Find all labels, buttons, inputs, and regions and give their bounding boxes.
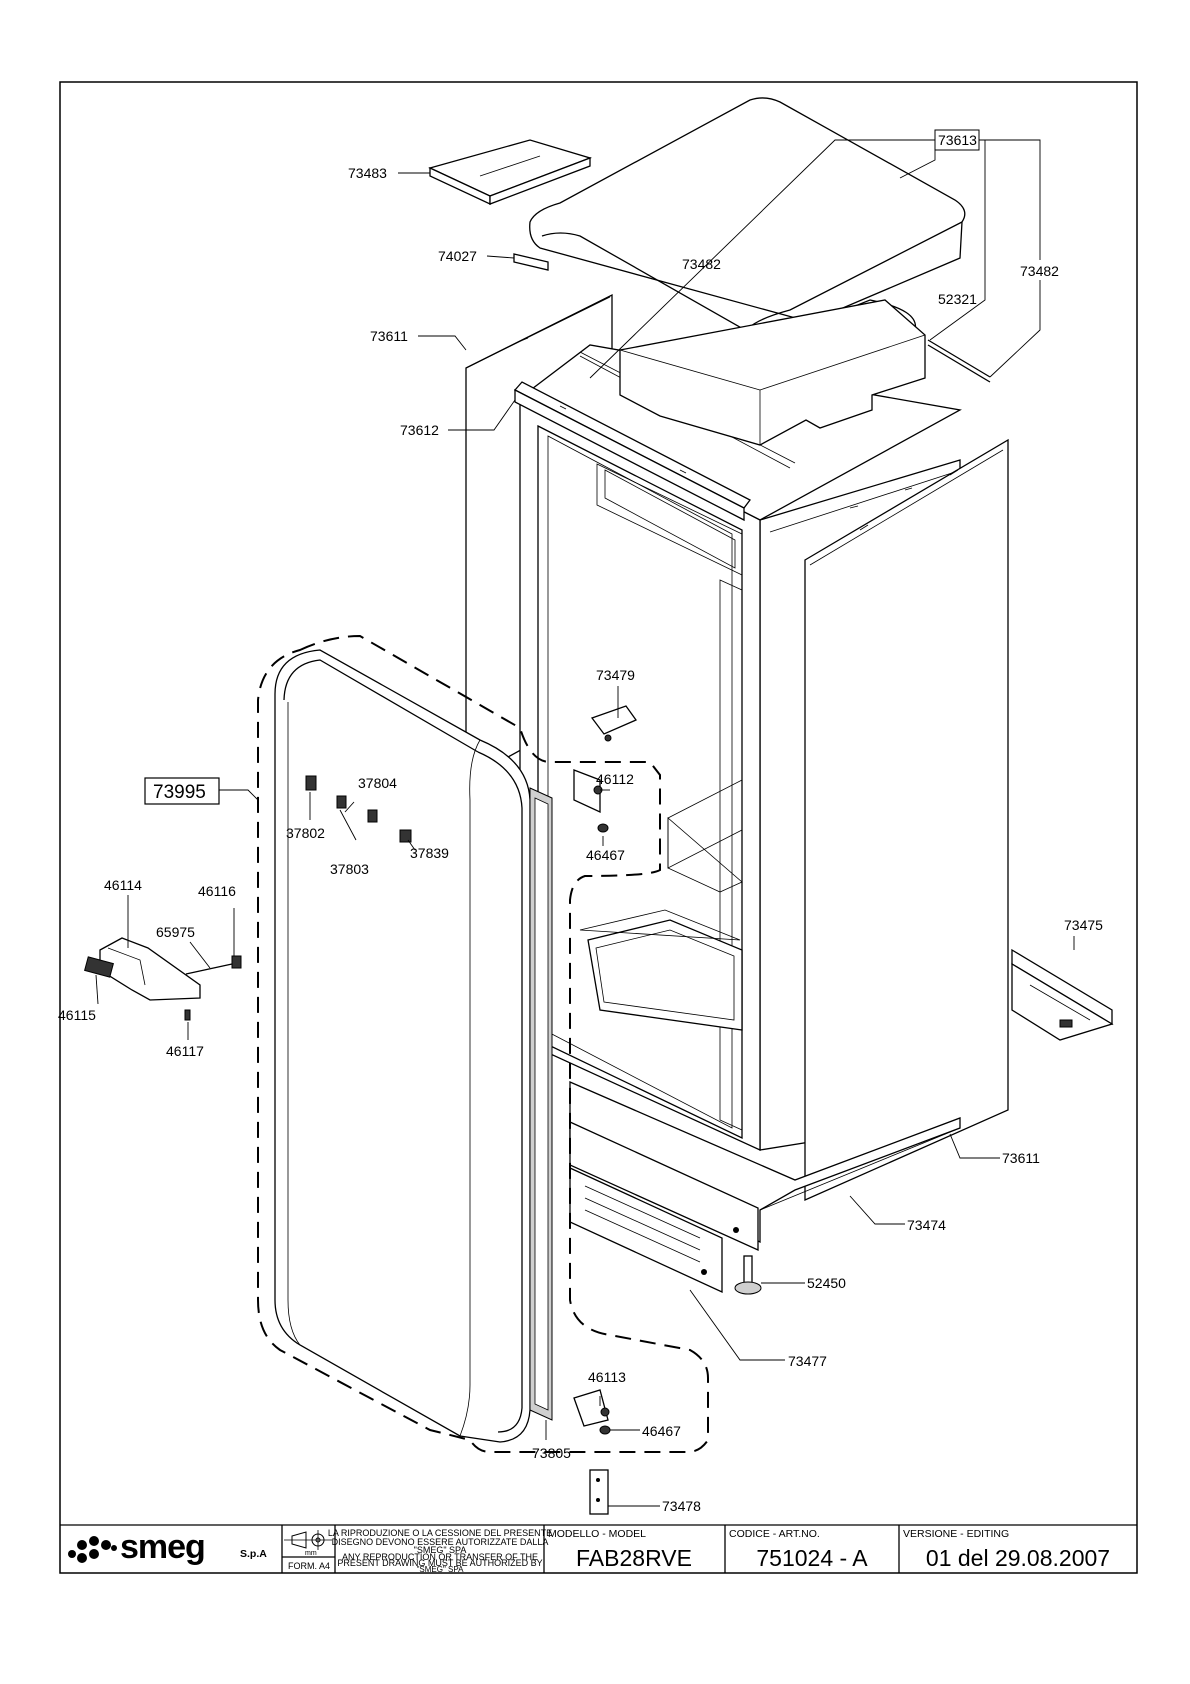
badge-37839 <box>399 829 412 843</box>
bushing-46467-bottom <box>599 1425 611 1435</box>
right-side-panel-73611 <box>804 438 1009 1201</box>
label-73475: 73475 <box>1064 917 1103 933</box>
notice-en-3: "SMEG" SPA <box>417 1565 465 1574</box>
label-74027: 74027 <box>438 248 477 264</box>
label-37803: 37803 <box>330 861 369 877</box>
handle-insert-46115 <box>84 956 114 978</box>
label-73611-right: 73611 <box>1002 1150 1040 1166</box>
control-lid-73483 <box>428 139 593 206</box>
rear-rail-73475 <box>1011 948 1114 1041</box>
company-suffix: S.p.A <box>240 1548 267 1560</box>
label-73478: 73478 <box>662 1498 701 1514</box>
spacer-74027 <box>513 253 549 271</box>
bushing-46467-top <box>597 823 609 833</box>
model-value: FAB28RVE <box>576 1545 692 1571</box>
label-73611-left: 73611 <box>370 328 408 344</box>
badge-37803 <box>336 795 347 809</box>
drawing-frame <box>59 81 1138 1574</box>
code-value: 751024 - A <box>756 1545 868 1571</box>
smeg-logo: smeg S.p.A <box>68 1528 267 1566</box>
hinge-73478 <box>589 1469 609 1515</box>
logo-text: smeg <box>120 1528 205 1566</box>
label-46467-top: 46467 <box>586 847 625 863</box>
title-block: smeg S.p.A mm FORM. A4 LA RIPRODUZIONE O… <box>60 1524 1137 1574</box>
label-65975: 65975 <box>156 924 195 940</box>
label-37839: 37839 <box>410 845 449 861</box>
pin-46117 <box>184 1009 191 1021</box>
notice-it-1: LA RIPRODUZIONE O LA CESSIONE DEL PRESEN… <box>328 1528 552 1538</box>
adjustable-foot-52450 <box>734 1255 762 1295</box>
rear-strip-73482 <box>927 339 991 383</box>
notice-it-3: "SMEG" SPA <box>414 1545 467 1555</box>
label-73482-right: 73482 <box>1020 263 1059 279</box>
label-73474: 73474 <box>907 1217 946 1233</box>
handle-46114 <box>84 937 242 1021</box>
model-header: MODELLO - MODEL <box>548 1528 646 1540</box>
hinge-73479 <box>590 705 637 742</box>
label-46115: 46115 <box>58 1007 96 1023</box>
label-46114: 46114 <box>104 877 142 893</box>
label-box-73613 <box>934 129 980 151</box>
label-73479: 73479 <box>596 667 635 683</box>
label-73613: 73613 <box>938 132 977 148</box>
badge-37804 <box>367 809 378 823</box>
door-assembly-boundary-73995 <box>257 634 709 1453</box>
top-rail-73612 <box>513 351 796 522</box>
badge-37802 <box>305 775 317 791</box>
label-73482-center: 73482 <box>682 256 721 272</box>
label-52450: 52450 <box>807 1275 846 1291</box>
label-73995: 73995 <box>153 782 206 803</box>
label-46113: 46113 <box>588 1369 626 1385</box>
label-box-73995 <box>144 777 220 805</box>
hinge-46113 <box>573 1389 611 1435</box>
label-46116: 46116 <box>198 883 236 899</box>
insulation-block-52321 <box>619 299 926 446</box>
label-52321: 52321 <box>938 291 977 307</box>
label-37804: 37804 <box>358 775 397 791</box>
version-header: VERSIONE - EDITING <box>903 1528 1009 1540</box>
door-73995 <box>274 649 531 1443</box>
label-37802: 37802 <box>286 825 325 841</box>
label-73477: 73477 <box>788 1353 827 1369</box>
door-badges <box>305 775 412 843</box>
leader-lines <box>95 139 1075 1507</box>
screw-65975 <box>185 963 233 975</box>
notice-it-2: DISEGNO DEVONO ESSERE AUTORIZZATE DALLA <box>332 1537 549 1547</box>
notice-en-2: PRESENT DRAWING MUST BE AUTHORIZED BY <box>337 1558 542 1568</box>
unit-label: mm <box>305 1550 317 1557</box>
label-46467-bottom: 46467 <box>642 1423 681 1439</box>
label-46117: 46117 <box>166 1043 204 1059</box>
code-header: CODICE - ART.NO. <box>729 1528 820 1540</box>
label-73805: 73805 <box>532 1445 571 1461</box>
label-46112: 46112 <box>596 771 634 787</box>
form-label: FORM. A4 <box>288 1561 330 1571</box>
projection-symbol: mm <box>284 1530 332 1557</box>
notice-en-1: ANY REPRODUCTION OR TRANSFER OF THE <box>342 1552 538 1562</box>
part-number-labels: 73483 74027 73613 73482 73482 52321 7361… <box>58 132 1103 1514</box>
door-gasket-73805 <box>529 787 553 1421</box>
version-value: 01 del 29.08.2007 <box>926 1545 1110 1571</box>
label-73612: 73612 <box>400 422 439 438</box>
label-73483: 73483 <box>348 165 387 181</box>
cap-46116 <box>231 955 242 969</box>
